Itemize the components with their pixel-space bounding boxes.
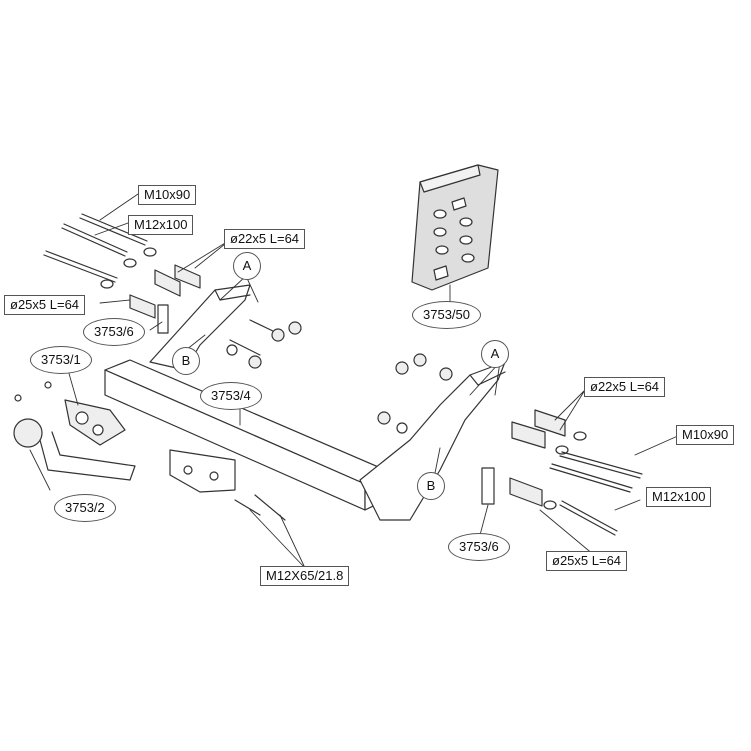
label-d22-left: ø22x5 L=64 bbox=[224, 229, 306, 249]
label-3753-50: 3753/50 bbox=[412, 301, 481, 329]
label-m12x100-left: M12x100 bbox=[128, 215, 194, 235]
label-3753-6-right: 3753/6 bbox=[448, 533, 510, 561]
inset-3753-50-drawing bbox=[411, 164, 499, 291]
label-m10x90-right: M10x90 bbox=[676, 425, 735, 445]
label-3753-1: 3753/1 bbox=[30, 346, 92, 374]
label-d25-left: ø25x5 L=64 bbox=[4, 295, 86, 315]
label-3753-4: 3753/4 bbox=[200, 382, 262, 410]
label-3753-2: 3753/2 bbox=[54, 494, 116, 522]
left-bolts-drawing bbox=[43, 213, 302, 369]
right-bolts-drawing bbox=[234, 353, 643, 536]
marker-b-right: B bbox=[417, 472, 445, 500]
ball-mount-drawing bbox=[13, 381, 136, 481]
label-m10x90-left: M10x90 bbox=[138, 185, 197, 205]
label-d25-right: ø25x5 L=64 bbox=[546, 551, 628, 571]
label-m12x100-right: M12x100 bbox=[646, 487, 712, 507]
marker-a-right: A bbox=[481, 340, 509, 368]
label-d22-right: ø22x5 L=64 bbox=[584, 377, 666, 397]
marker-b-left: B bbox=[172, 347, 200, 375]
label-m12x65: M12X65/21.8 bbox=[260, 566, 350, 586]
crossbar-3753-4-drawing bbox=[104, 284, 506, 521]
label-3753-6-left: 3753/6 bbox=[83, 318, 145, 346]
marker-a-left: A bbox=[233, 252, 261, 280]
